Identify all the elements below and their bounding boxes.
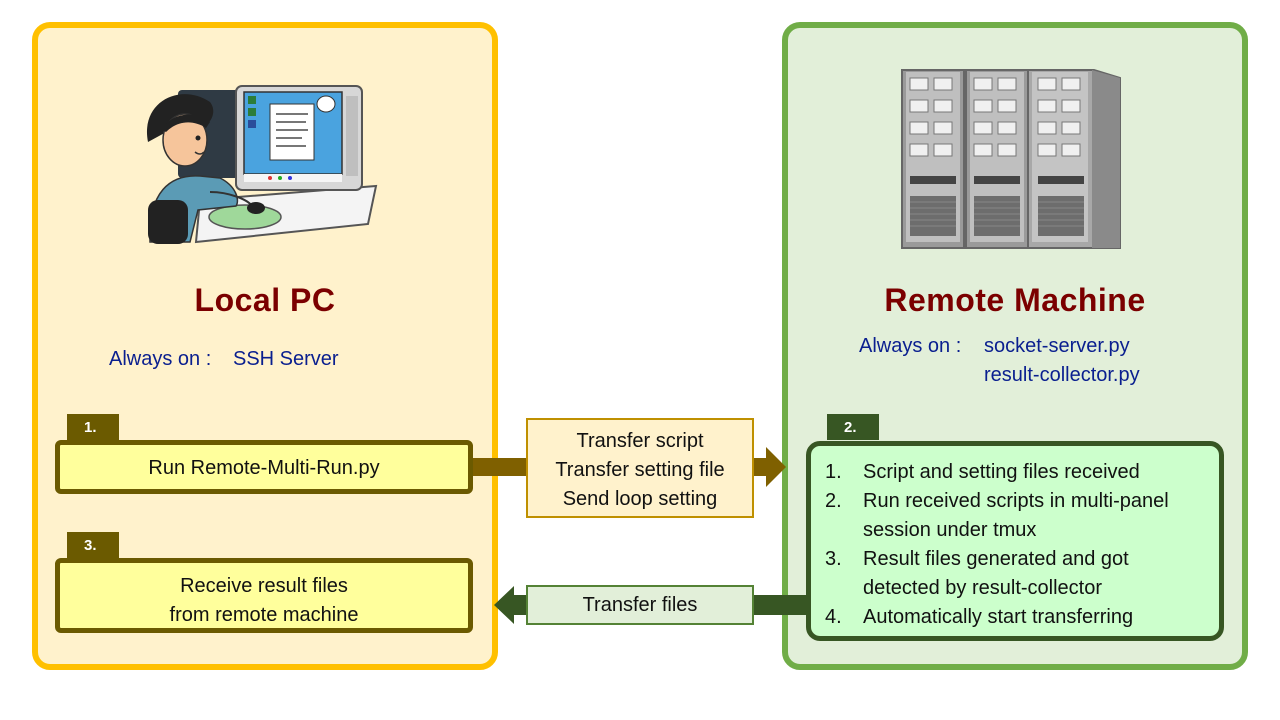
remote-step-text: session under tmux [863,519,1037,541]
transfer-out-line-2: Transfer setting file [555,459,725,481]
local-always-on-value: SSH Server [233,348,339,370]
person-at-computer-icon [146,85,378,244]
remote-step: 2. Run received scripts in multi-panel s… [825,487,1209,545]
step-1-box: Run Remote-Multi-Run.py [55,440,473,494]
step-1-tag: 1. [67,414,119,440]
step-3-line-2: from remote machine [169,604,359,626]
remote-step-number: 3. [825,548,842,570]
remote-step-number: 1. [825,461,842,483]
step-2-box: 1. Script and setting files received 2. … [806,441,1224,641]
remote-step-text: Run received scripts in multi-panel [863,490,1169,512]
remote-step: 3. Result files generated and got detect… [825,545,1209,603]
step-3-line-1: Receive result files [180,575,348,597]
remote-step: 4. Automatically start transferring [825,603,1209,632]
step-3-box: Receive result files from remote machine [55,558,473,633]
server-rack-icon [901,69,1121,249]
remote-machine-title: Remote Machine [884,282,1146,318]
transfer-out-line-1: Transfer script [576,430,704,452]
remote-always-on-value-1: socket-server.py [984,335,1130,357]
remote-always-on-label: Always on : [859,335,962,357]
remote-step-text: Script and setting files received [863,461,1140,483]
step-1-text: Run Remote-Multi-Run.py [148,457,380,479]
local-always-on-label: Always on : [109,348,212,370]
remote-steps-list: 1. Script and setting files received 2. … [825,458,1209,632]
remote-always-on-value-2: result-collector.py [984,364,1140,386]
transfer-back-box: Transfer files [526,585,754,625]
transfer-back-text: Transfer files [582,594,698,616]
remote-step-number: 4. [825,606,842,628]
transfer-out-box: Transfer script Transfer setting file Se… [526,418,754,518]
step-2-tag: 2. [827,414,879,440]
remote-step-text: detected by result-collector [863,577,1103,599]
local-pc-title: Local PC [194,282,336,318]
transfer-out-line-3: Send loop setting [562,488,718,510]
step-3-tag: 3. [67,532,119,558]
remote-step-text: Automatically start transferring [863,606,1134,628]
remote-step-text: Result files generated and got [863,548,1129,570]
remote-step: 1. Script and setting files received [825,458,1209,487]
remote-step-number: 2. [825,490,842,512]
